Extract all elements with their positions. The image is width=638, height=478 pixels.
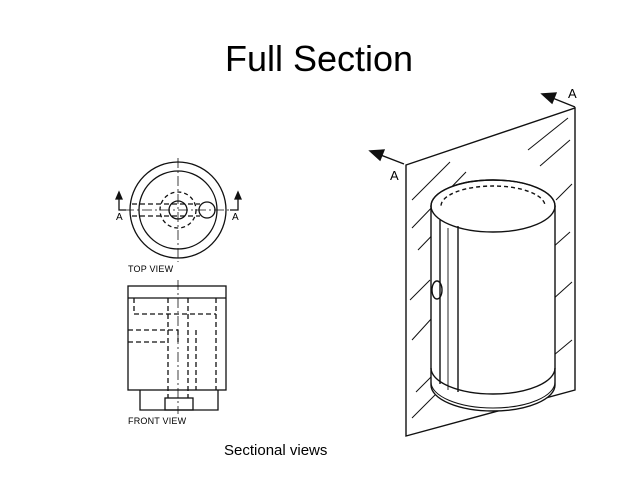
top-view [115,158,242,262]
pictorial-view [368,92,576,437]
cutting-plane-left-arrow [118,196,126,211]
cylinder-top-rim [430,179,556,233]
pictorial-cut-label-right: A [568,86,577,101]
front-view-body [127,285,227,391]
top-view-cut-label-right: A [232,212,239,223]
top-view-label: TOP VIEW [128,264,174,274]
pictorial-cut-label-left: A [390,168,399,183]
slide-caption: Sectional views [224,442,328,459]
cylinder-body [430,206,556,412]
cutting-plane [405,107,576,437]
front-view [127,280,227,414]
cutting-plane-right-arrow [230,196,239,211]
top-view-cut-label-left: A [116,212,123,223]
front-view-label: FRONT VIEW [128,416,187,426]
cylinder-side-hole [431,280,443,300]
slide-title: Full Section [224,38,414,79]
